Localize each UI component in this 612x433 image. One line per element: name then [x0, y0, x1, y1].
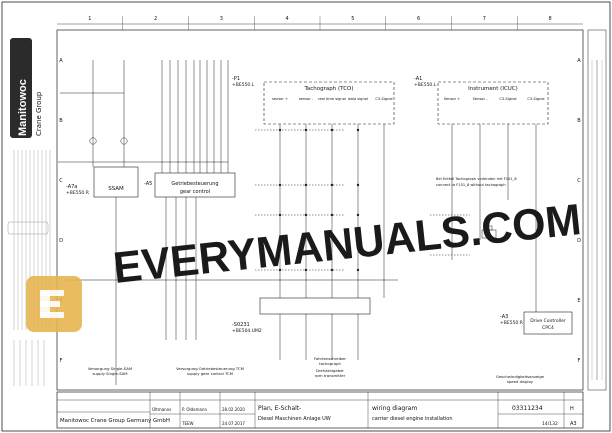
tco-pin-label: real time signal: [318, 97, 346, 101]
bottom-label-de: Geschwindigkeitsanzeige: [496, 374, 545, 379]
cpc4-location: +BE550.R: [500, 320, 523, 326]
cpc4-title-1: Drive Controller: [530, 318, 566, 324]
gear-label: -A5: [144, 181, 152, 187]
tco-pin-label: data signal: [348, 97, 368, 101]
bottom-label-de: Versorgung Getriebesteuerung TCM: [176, 366, 244, 371]
junction-dot: [330, 268, 334, 272]
junction-dot: [330, 213, 334, 217]
footer-title-en-1: wiring diagram: [372, 405, 417, 412]
bottom-label-en: speed display: [507, 379, 534, 384]
footer-drawn-date: 28.02.2020: [222, 407, 245, 412]
row-letter-right: E: [577, 298, 580, 304]
s0231-location: +BE504.UM2: [232, 328, 262, 334]
row-letter-left: F: [60, 358, 63, 364]
row-letter-left: A: [59, 58, 63, 64]
bottom-label-de: Drehzahlgeber: [316, 368, 344, 373]
tachograph-box: [263, 81, 395, 125]
tco-pin-label: C3-Signal: [375, 97, 392, 101]
tco-pin-label: sensor -: [299, 97, 314, 101]
column-number: 2: [154, 16, 157, 22]
row-letter-left: D: [59, 238, 63, 244]
bypass-note-de: Bei Entfall Tachograph verbinden mit F10…: [436, 177, 517, 181]
footer-drawn-sig: Oltmanns: [152, 407, 171, 412]
row-letter-right: C: [577, 178, 581, 184]
column-number: 8: [549, 16, 552, 22]
junction-dot: [356, 213, 360, 217]
column-ruler: 1 2 3 4 5 6 7 8: [88, 16, 552, 30]
footer-department: TEEW: [181, 421, 193, 426]
tco-title: Tachograph (TCO): [303, 86, 353, 92]
row-letter-left: B: [59, 118, 63, 124]
icuc-pin-label: C3-Signal: [527, 97, 544, 101]
stamp: [7, 221, 49, 235]
bypass-note-en: connect to F101_8 without tachograph: [436, 183, 506, 187]
row-letter-left: C: [59, 178, 63, 184]
footer-title-de-1: Plan, E-Schalt-: [258, 405, 301, 412]
row-letter-right: A: [577, 58, 581, 64]
footer-rev: H: [570, 406, 574, 412]
wiring: [58, 60, 537, 385]
footer-drawing-no: 03311234: [512, 405, 543, 412]
manitowoc-logo: Manitowoc Crane Group: [10, 38, 43, 138]
icuc-label: -A1: [414, 76, 422, 82]
a7a-location: +BE550.R: [66, 190, 89, 196]
instrument-box: [437, 81, 549, 125]
row-letter-right: F: [578, 358, 581, 364]
junction-dot: [356, 128, 360, 132]
tco-pin-label: sensor +: [272, 97, 288, 101]
icuc-pin-label: C3-Signal: [499, 97, 516, 101]
junction-dot: [330, 128, 334, 132]
column-number: 6: [417, 16, 420, 22]
cable-harness-lines: [255, 129, 470, 271]
logo-sub: Crane Group: [35, 91, 43, 136]
column-number: 3: [220, 16, 223, 22]
gear-title-en: gear control: [180, 189, 210, 195]
row-ruler: AABBCCDDEEFF: [59, 58, 581, 364]
cpc4-title-2: CPC4: [542, 325, 554, 331]
bottom-label-en: rpm transmitter: [315, 373, 346, 378]
column-number: 5: [351, 16, 354, 22]
tco-location: +BE550.L: [232, 82, 255, 88]
junction-dot: [356, 268, 360, 272]
footer-title-en-2: carrier diesel engine installation: [372, 416, 453, 422]
bottom-label-en: supply Single-SAM: [92, 371, 127, 376]
bottom-label-en: supply gear control TCM: [187, 371, 233, 376]
footer-drawn-by: P. Oldemann: [182, 407, 207, 412]
gear-title-de: Getriebesteuerung: [171, 181, 218, 187]
column-number: 4: [286, 16, 289, 22]
junction-dot: [356, 183, 360, 187]
gear-control-box: [154, 172, 236, 198]
footer-format: A3: [570, 421, 577, 427]
icuc-title: Instrument (ICUC): [468, 86, 518, 92]
row-letter-right: D: [577, 238, 581, 244]
icuc-location: +BE550.L: [414, 82, 437, 88]
bottom-label-de: Fahrtenschreiber: [314, 356, 346, 361]
icuc-pin-label: Sensor -: [473, 97, 488, 101]
footer-title-de-2: Diesel Maschinen Anlage UW: [258, 416, 331, 422]
bottom-label-de: Versorgung Single-SAM: [88, 366, 132, 371]
title-block: [56, 391, 584, 429]
cpc4-label: -A3: [500, 314, 508, 320]
junction-dot: [330, 183, 334, 187]
logo-brand: Manitowoc: [17, 79, 29, 136]
s0231-connector-box: [259, 297, 371, 315]
footer-company: Manitowoc Crane Group Germany GmbH: [60, 418, 170, 424]
right-legend-strip: [587, 29, 607, 391]
tco-label: -P1: [232, 76, 240, 82]
row-letter-right: B: [577, 118, 581, 124]
cpc4-box: [523, 311, 573, 335]
s0231-label: -S0231: [232, 322, 250, 328]
bottom-label-en: tachograph: [319, 361, 341, 366]
footer-sheet: 14/132: [542, 421, 558, 427]
icuc-pin-label: Sensor +: [444, 97, 460, 101]
ssam-title: SSAM: [108, 186, 124, 192]
footer-approved-date: 24.07.2017: [222, 421, 245, 426]
a7a-label: -A7a: [66, 184, 77, 190]
column-number: 1: [88, 16, 91, 22]
column-number: 7: [483, 16, 486, 22]
